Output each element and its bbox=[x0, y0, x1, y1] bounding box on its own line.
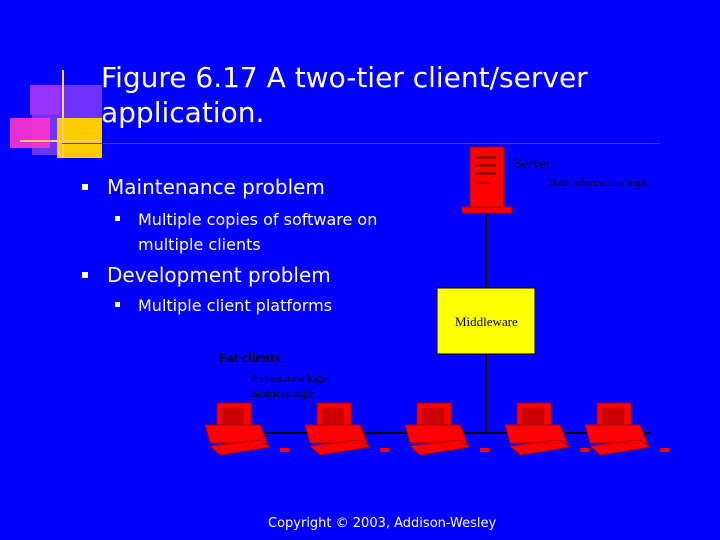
fat-clients-sublabel-1: Presentation logic bbox=[250, 373, 329, 385]
sub-bullet-platforms: Multiple client platforms bbox=[115, 293, 405, 318]
bullet-text: Maintenance problem bbox=[107, 175, 325, 199]
client-computer-icon bbox=[584, 402, 669, 456]
server-label: Server bbox=[514, 157, 551, 172]
server-sublabel: Data/information logic bbox=[548, 177, 649, 189]
fat-clients-sublabel-2: Business logic bbox=[250, 388, 314, 400]
fat-clients-label: Fat clients bbox=[218, 351, 280, 366]
corner-decoration bbox=[0, 0, 110, 160]
client-computers bbox=[204, 402, 669, 456]
client-computer-icon bbox=[504, 402, 589, 456]
client-computer-icon bbox=[304, 402, 389, 456]
slide-title: Figure 6.17 A two-tier client/server app… bbox=[101, 61, 588, 129]
bullet-icon bbox=[82, 184, 88, 190]
bullet-text: Development problem bbox=[107, 263, 331, 287]
middleware-label: Middleware bbox=[455, 314, 518, 329]
client-computer-icon bbox=[404, 402, 489, 456]
sub-bullet-text: Multiple client platforms bbox=[138, 296, 332, 315]
sub-bullet-icon bbox=[115, 302, 120, 307]
sub-bullet-text: Multiple copies of software on multiple … bbox=[138, 210, 378, 254]
title-divider bbox=[62, 143, 660, 144]
sub-bullet-copies: Multiple copies of software on multiple … bbox=[115, 207, 405, 257]
sub-bullet-icon bbox=[115, 216, 120, 221]
middleware-box bbox=[436, 287, 536, 355]
copyright-footer: Copyright © 2003, Addison-Wesley bbox=[268, 516, 497, 531]
server-icon bbox=[461, 146, 513, 214]
bullet-icon bbox=[82, 272, 88, 278]
client-computer-icon bbox=[204, 402, 289, 456]
